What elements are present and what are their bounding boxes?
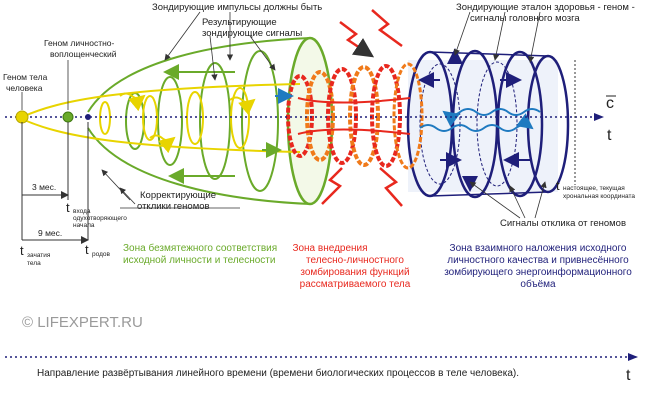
- label-t-conception-sub-1: зачатия: [27, 252, 51, 259]
- label-present-2: хрональная координата: [563, 193, 635, 200]
- label-t-entry-sub-2: одухотворяющего: [73, 215, 127, 222]
- label-correct-2: отклики геномов: [137, 201, 210, 212]
- label-t-birth-sub: родов: [92, 251, 110, 258]
- labels: Геном тела человека Геном личностно- воп…: [3, 2, 635, 384]
- label-correct-1: Корректирующие: [140, 190, 216, 201]
- entry-dot: [85, 114, 91, 120]
- label-result-2: зондирующие сигналы: [202, 28, 302, 39]
- label-present-1: настоящее, текущая: [563, 185, 625, 192]
- label-c-axis: c: [606, 95, 614, 112]
- green-small-arrows: [119, 64, 294, 184]
- red-zone-rings: [286, 62, 424, 170]
- zone-red-4: рассматриваемого тела: [300, 279, 411, 290]
- zone-blue-4: объёма: [520, 278, 556, 290]
- label-3-months: 3 мес.: [32, 182, 56, 192]
- yellow-cone: [21, 83, 301, 153]
- zone-green-2: исходной личности и телесности: [123, 255, 275, 266]
- label-response: Сигналы отклика от геномов: [500, 218, 626, 229]
- label-9-months: 9 мес.: [38, 228, 62, 238]
- label-t-axis: t: [607, 127, 612, 144]
- blue-zone-rings: [406, 49, 570, 199]
- time-markers: [21, 60, 576, 244]
- label-genome-personal-2: воплощенческий: [50, 49, 117, 59]
- zone-red-3: зомбирования функций: [300, 266, 409, 278]
- label-genome-personal-1: Геном личностно-: [44, 38, 115, 48]
- leader-lines: [21, 11, 547, 219]
- label-etalon-2: сигналы головного мозга: [470, 13, 580, 24]
- label-t-entry: t: [66, 200, 70, 215]
- zone-green-1: Зона безмятежного соответствия: [123, 242, 277, 254]
- personal-genome-dot: [62, 111, 74, 123]
- label-t-birth: t: [85, 242, 89, 257]
- label-result-1: Результирующие: [202, 17, 277, 28]
- label-t-present: t: [556, 178, 560, 193]
- lightning-bolts: [321, 9, 403, 207]
- label-probe-should: Зондирующие импульсы должны быть: [152, 2, 322, 13]
- bottom-caption: Направление развёртывания линейного врем…: [37, 367, 519, 379]
- zone-blue-1: Зона взаимного наложения исходного: [450, 243, 627, 254]
- c-axis: [5, 113, 604, 121]
- body-genome-dot: [15, 110, 29, 124]
- label-etalon-1: Зондирующие эталон здоровья - геном -: [456, 2, 635, 13]
- label-genome-body-2: человека: [6, 83, 43, 93]
- bottom-axis: [5, 353, 638, 361]
- label-genome-body-1: Геном тела: [3, 72, 48, 82]
- label-t-entry-sub-1: входа: [73, 208, 91, 215]
- label-t-entry-sub-3: начала: [73, 222, 95, 229]
- bottom-t: t: [626, 367, 631, 384]
- zone-red-1: Зона внедрения: [292, 243, 367, 254]
- label-t-conception: t: [20, 243, 24, 258]
- zone-blue-3: зомбирующего энергоинформационного: [444, 266, 632, 278]
- zone-blue-2: личностного качества и привнесённого: [447, 255, 629, 266]
- green-cone: [87, 36, 334, 206]
- copyright: © LIFEXPERT.RU: [22, 314, 143, 331]
- label-t-conception-sub-2: тела: [27, 260, 41, 267]
- zone-red-2: телесно-личностного: [306, 255, 404, 266]
